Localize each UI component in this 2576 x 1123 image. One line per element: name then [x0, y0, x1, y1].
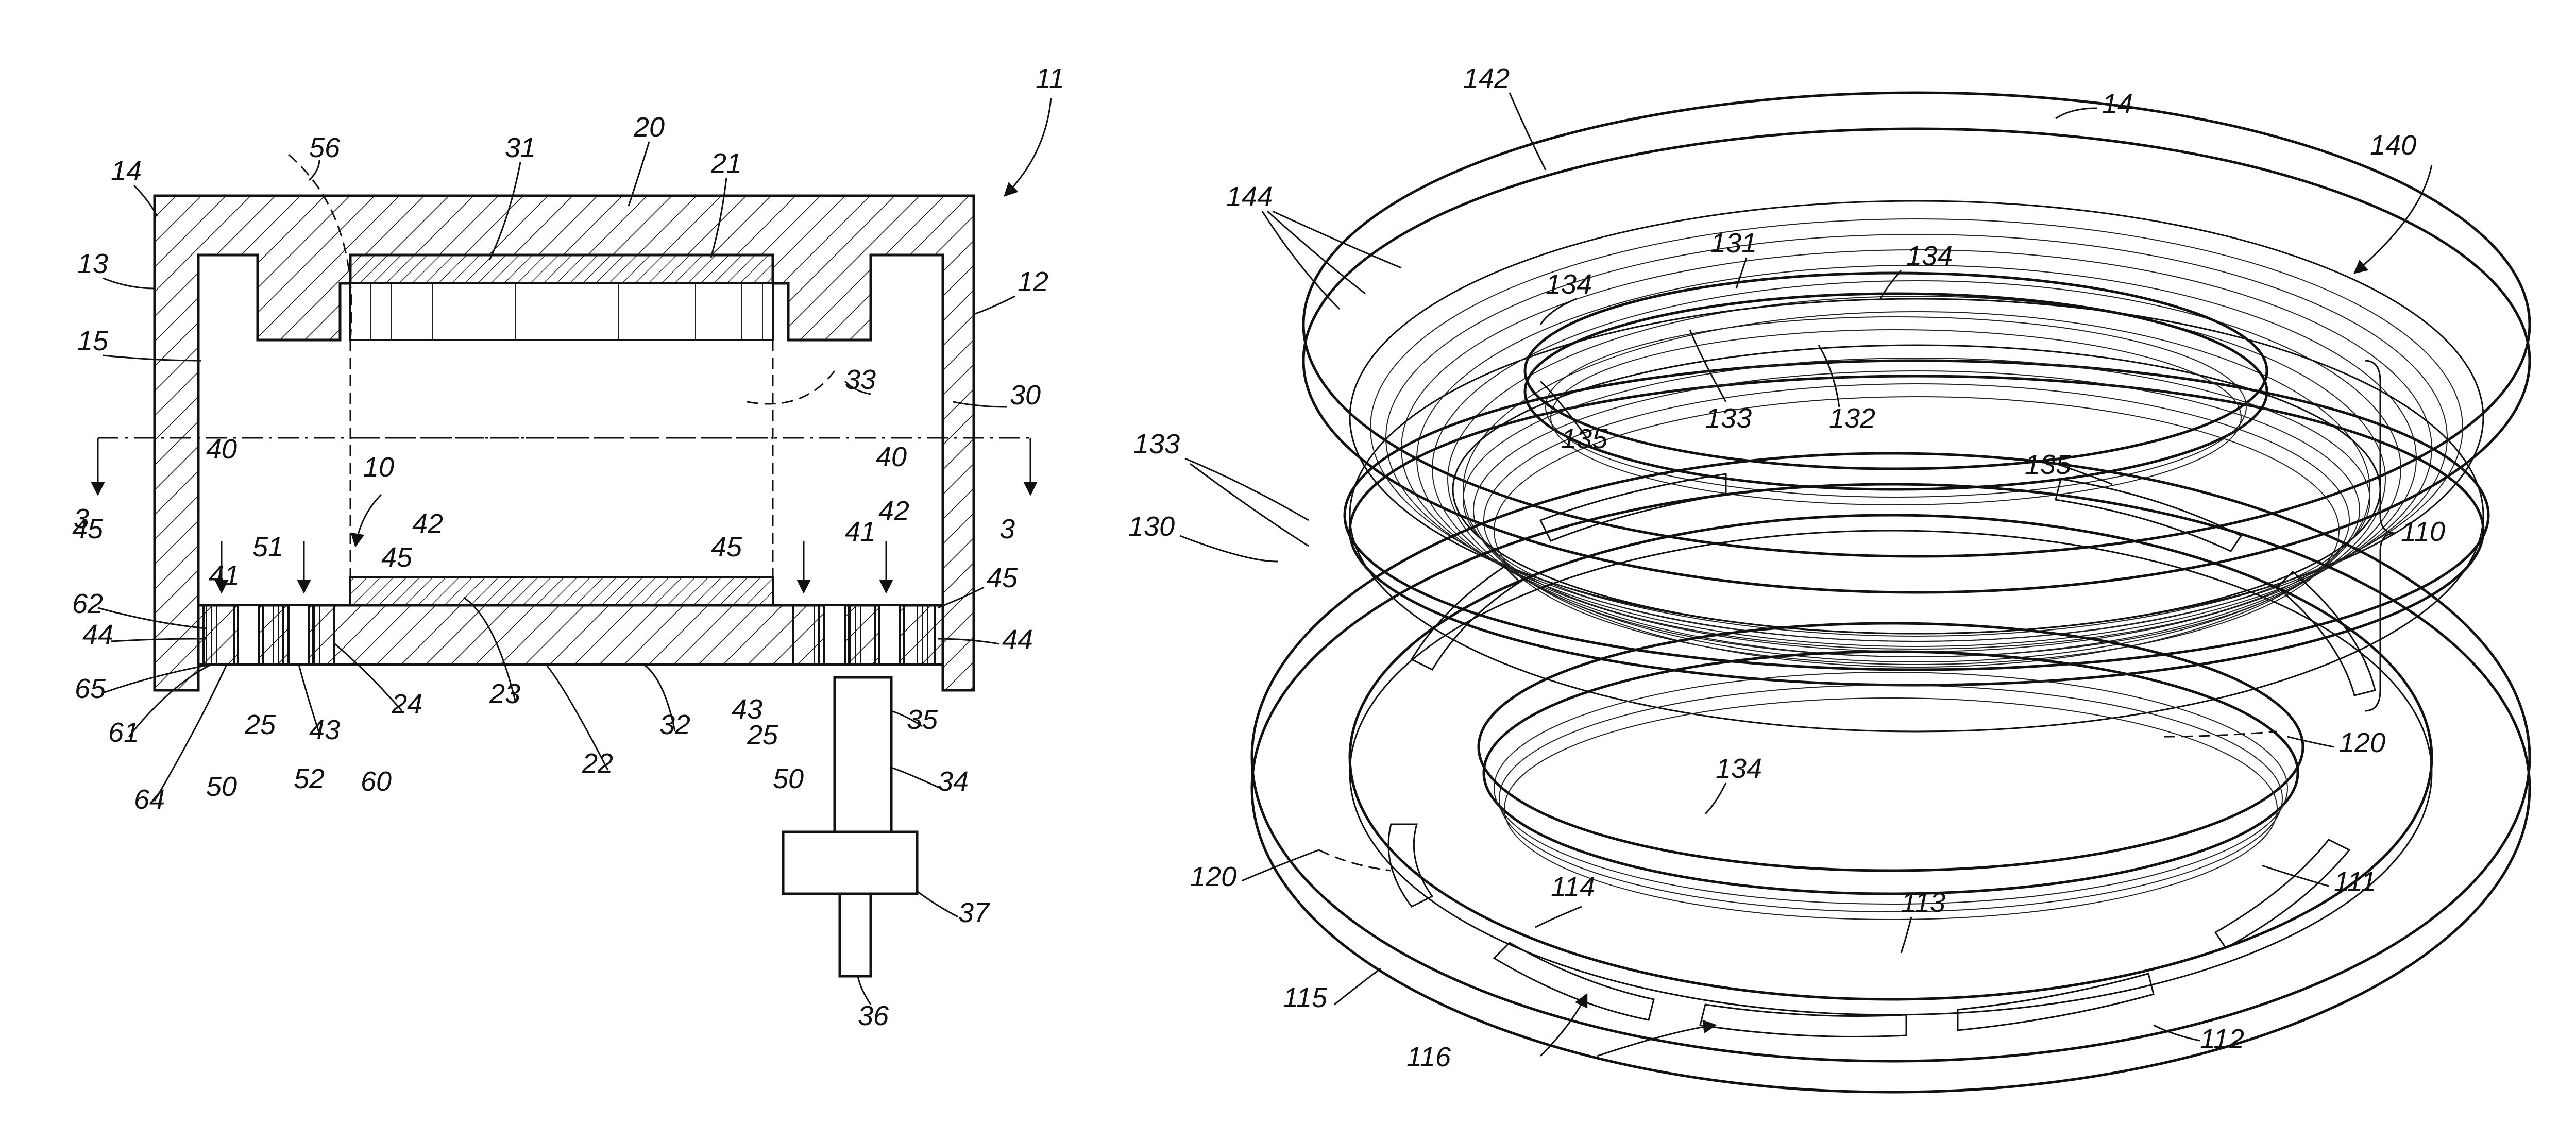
right-seal-stack	[793, 605, 935, 665]
label-15: 15	[77, 326, 109, 356]
label-114: 114	[1551, 872, 1595, 903]
label-110: 110	[2401, 516, 2445, 547]
label-45-center: 45	[381, 542, 413, 573]
label-14-left: 14	[111, 156, 142, 186]
label-34: 34	[938, 766, 969, 797]
label-111: 111	[2334, 866, 2376, 897]
label-13: 13	[77, 248, 108, 279]
label-116: 116	[1406, 1042, 1451, 1073]
shaft-lower	[840, 894, 871, 976]
label-44-left: 44	[82, 619, 113, 650]
shaft-upper	[835, 677, 891, 832]
label-41-right: 41	[845, 516, 876, 547]
label-30: 30	[1010, 380, 1041, 411]
section-marker-left-visible: 3	[74, 503, 89, 534]
lower-shield	[350, 577, 773, 605]
exploded-view-figure	[1252, 93, 2530, 1092]
right-figure-labels: 142 14 140 144 131 134 134 133 132 133 1…	[1128, 63, 2445, 1073]
label-25-left: 25	[244, 709, 276, 740]
label-23: 23	[489, 678, 520, 709]
label-135-a: 135	[1561, 423, 1608, 454]
label-140: 140	[2370, 130, 2416, 161]
label-61: 61	[108, 717, 139, 748]
label-134-a: 134	[1546, 269, 1592, 300]
label-37: 37	[958, 897, 990, 928]
label-22: 22	[582, 748, 613, 779]
label-45-far-right: 45	[987, 563, 1018, 593]
label-131: 131	[1710, 228, 1757, 259]
label-51: 51	[252, 532, 283, 563]
label-120-right: 120	[2339, 727, 2385, 758]
label-14-right: 14	[2102, 89, 2133, 120]
label-44-right: 44	[1002, 624, 1033, 655]
upper-shield	[350, 255, 773, 283]
label-32: 32	[659, 709, 690, 740]
label-40-right: 40	[876, 441, 907, 472]
label-133-top: 133	[1705, 403, 1752, 434]
label-130: 130	[1128, 511, 1175, 542]
bottom-ring-slots	[1388, 474, 2375, 1037]
label-133-left: 133	[1133, 429, 1180, 460]
section-marker-right: 3	[999, 514, 1015, 545]
label-21: 21	[710, 148, 742, 179]
label-42-left: 42	[412, 508, 443, 539]
label-45-right: 45	[711, 532, 742, 563]
label-25-right: 25	[747, 720, 778, 751]
label-132: 132	[1829, 403, 1875, 434]
inner-ring	[1525, 273, 2267, 505]
label-65: 65	[75, 673, 106, 704]
label-60: 60	[361, 766, 392, 797]
label-36: 36	[858, 1000, 889, 1031]
label-40-left: 40	[206, 434, 237, 465]
label-41-left: 41	[209, 560, 240, 591]
label-62: 62	[72, 588, 103, 619]
label-134-b: 134	[1906, 241, 1953, 271]
label-20: 20	[633, 112, 665, 143]
label-43-left: 43	[309, 714, 340, 745]
label-12: 12	[1018, 266, 1048, 297]
cross-section-figure	[98, 98, 1051, 976]
label-11: 11	[1036, 63, 1064, 94]
label-115: 115	[1283, 982, 1328, 1013]
label-142: 142	[1463, 63, 1510, 94]
label-10: 10	[363, 452, 394, 483]
label-50-left: 50	[206, 771, 237, 802]
label-113: 113	[1901, 887, 1945, 918]
label-112: 112	[2200, 1024, 2244, 1054]
label-42-right: 42	[878, 496, 909, 526]
label-31: 31	[505, 132, 536, 163]
label-144: 144	[1226, 181, 1273, 212]
label-50-right: 50	[773, 763, 804, 794]
label-135-b: 135	[2025, 449, 2072, 480]
left-seal-stack	[204, 605, 334, 665]
label-64: 64	[134, 784, 165, 815]
label-120-left: 120	[1190, 861, 1236, 892]
label-52: 52	[294, 763, 325, 794]
label-134-c: 134	[1716, 753, 1762, 784]
upper-cylinder	[350, 283, 773, 340]
shaft-collar	[783, 832, 917, 894]
label-56: 56	[309, 132, 341, 163]
